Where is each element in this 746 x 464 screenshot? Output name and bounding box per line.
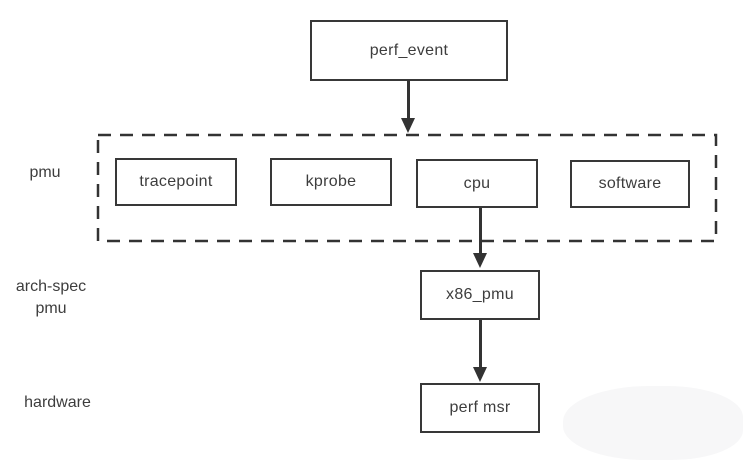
node-perf-msr-label: perf msr — [449, 399, 511, 416]
node-tracepoint-label: tracepoint — [139, 173, 213, 190]
arrow-cpu-to-x86pmu-line — [479, 208, 482, 255]
arrow-x86pmu-to-perfmsr-line — [479, 320, 482, 369]
node-x86-pmu-label: x86_pmu — [446, 286, 514, 303]
row-label-hardware: hardware — [24, 394, 91, 411]
node-cpu: cpu — [416, 159, 538, 208]
node-perf-event-label: perf_event — [369, 41, 449, 59]
node-tracepoint: tracepoint — [115, 158, 237, 206]
node-perf-event: perf_event — [310, 20, 508, 81]
node-cpu-label: cpu — [463, 174, 491, 192]
node-x86-pmu: x86_pmu — [420, 270, 540, 320]
arrow-cpu-to-x86pmu-head — [473, 253, 487, 268]
row-label-pmu: pmu — [29, 164, 61, 181]
node-software: software — [570, 160, 690, 208]
pmu-group-container — [96, 133, 718, 243]
row-label-arch-spec-line1: arch-spec — [15, 278, 87, 295]
node-perf-msr: perf msr — [420, 383, 540, 433]
node-kprobe: kprobe — [270, 158, 392, 206]
row-label-arch-spec-pmu: arch-spec pmu — [0, 276, 102, 321]
watermark-blob — [563, 386, 743, 460]
node-kprobe-label: kprobe — [305, 173, 357, 190]
row-label-arch-spec-line2: pmu — [35, 300, 67, 318]
arrow-perf-event-to-pmu-line — [407, 80, 410, 120]
node-software-label: software — [598, 175, 662, 192]
arrow-perf-event-to-pmu-head — [401, 118, 415, 133]
arrow-x86pmu-to-perfmsr-head — [473, 367, 487, 382]
